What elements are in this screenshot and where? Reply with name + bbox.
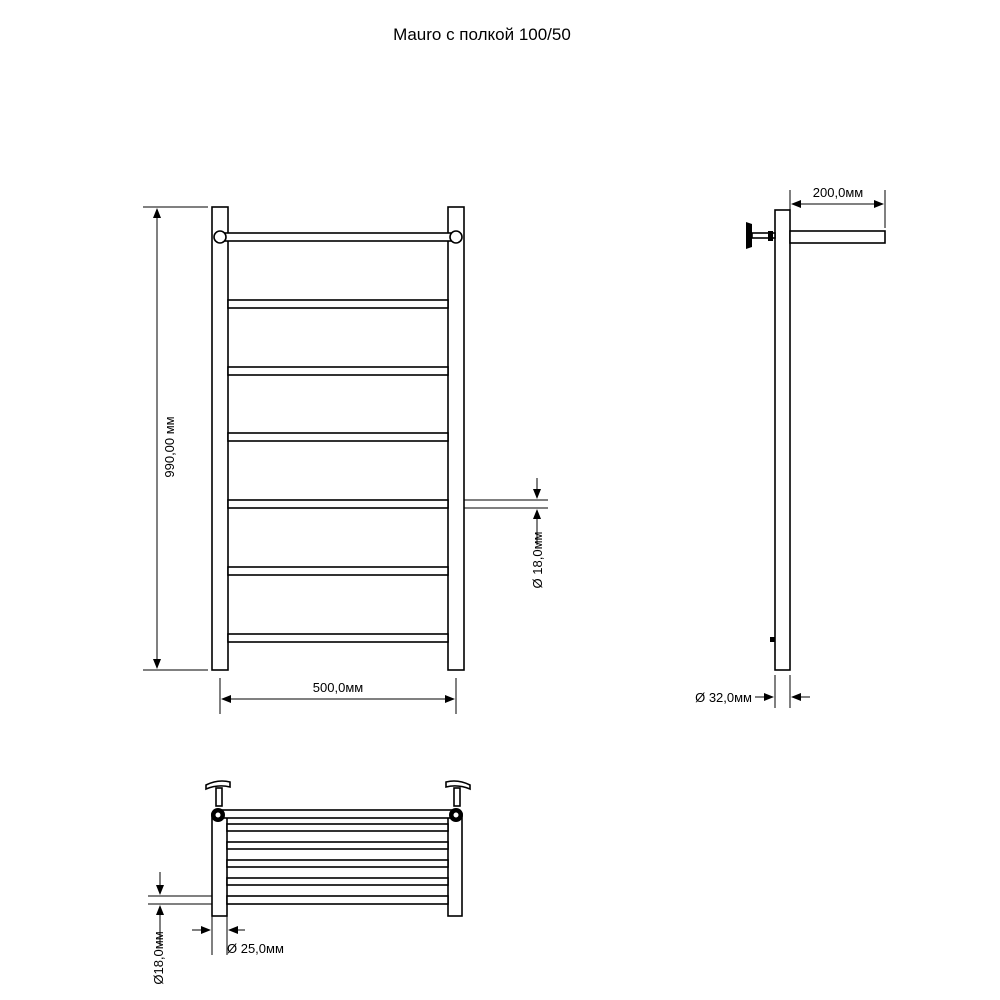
pipe-diameter-label: Ø 32,0мм bbox=[695, 690, 752, 705]
rung bbox=[227, 633, 449, 643]
left-post bbox=[211, 206, 229, 671]
shelf-bar bbox=[217, 232, 459, 242]
top-rung bbox=[226, 823, 449, 832]
top-view: Ø18,0мм Ø 25,0мм bbox=[148, 780, 471, 985]
top-rung bbox=[226, 877, 449, 886]
top-rungs bbox=[226, 823, 449, 905]
side-view: 200,0мм Ø 32,0мм bbox=[695, 185, 886, 708]
side-mount-plate bbox=[746, 222, 752, 249]
shelf-pipe-diameter-dimension: Ø 25,0мм bbox=[192, 916, 284, 956]
rung bbox=[227, 432, 449, 442]
top-shelf-bar bbox=[221, 809, 457, 819]
left-mount-nut-inner bbox=[215, 812, 221, 818]
right-mount-knob bbox=[449, 230, 463, 244]
top-rung bbox=[226, 841, 449, 850]
side-mount-collar bbox=[768, 231, 773, 241]
top-left-pipe bbox=[211, 813, 228, 917]
pipe-diameter-dimension: Ø 32,0мм bbox=[695, 675, 810, 708]
height-label: 990,00 мм bbox=[162, 416, 177, 477]
top-rung bbox=[226, 895, 449, 905]
rung bbox=[227, 366, 449, 376]
shelf-depth-dimension: 200,0мм bbox=[789, 185, 886, 228]
right-mount-nut-inner bbox=[453, 812, 459, 818]
rung bbox=[227, 499, 449, 509]
rung bbox=[227, 566, 449, 576]
side-shelf bbox=[789, 230, 886, 244]
shelf-depth-label: 200,0мм bbox=[813, 185, 863, 200]
right-post bbox=[447, 206, 465, 671]
rung bbox=[227, 299, 449, 309]
width-label: 500,0мм bbox=[313, 680, 363, 695]
side-pipe bbox=[774, 209, 791, 671]
left-mount-knob bbox=[213, 230, 227, 244]
width-dimension: 500,0мм bbox=[219, 678, 457, 714]
shelf-pipe-diameter-label: Ø 25,0мм bbox=[227, 941, 284, 956]
right-wall-bracket bbox=[445, 780, 471, 791]
height-dimension: 990,00 мм bbox=[143, 206, 208, 671]
left-wall-bracket bbox=[205, 780, 231, 791]
front-view: 990,00 мм 500,0мм Ø 18,0мм bbox=[143, 206, 548, 714]
rung-diameter-label: Ø 18,0мм bbox=[530, 531, 545, 588]
top-rung-diameter-label: Ø18,0мм bbox=[151, 931, 166, 984]
top-rung-diameter-dimension: Ø18,0мм bbox=[148, 872, 212, 985]
drawing-title: Mauro с полкой 100/50 bbox=[393, 25, 571, 44]
top-right-pipe bbox=[447, 813, 463, 917]
left-bracket-stem bbox=[215, 787, 223, 807]
rungs bbox=[227, 299, 449, 643]
top-rung bbox=[226, 859, 449, 868]
rung-diameter-dimension: Ø 18,0мм bbox=[464, 478, 548, 588]
right-bracket-stem bbox=[453, 787, 461, 807]
side-valve-mark bbox=[770, 637, 775, 642]
